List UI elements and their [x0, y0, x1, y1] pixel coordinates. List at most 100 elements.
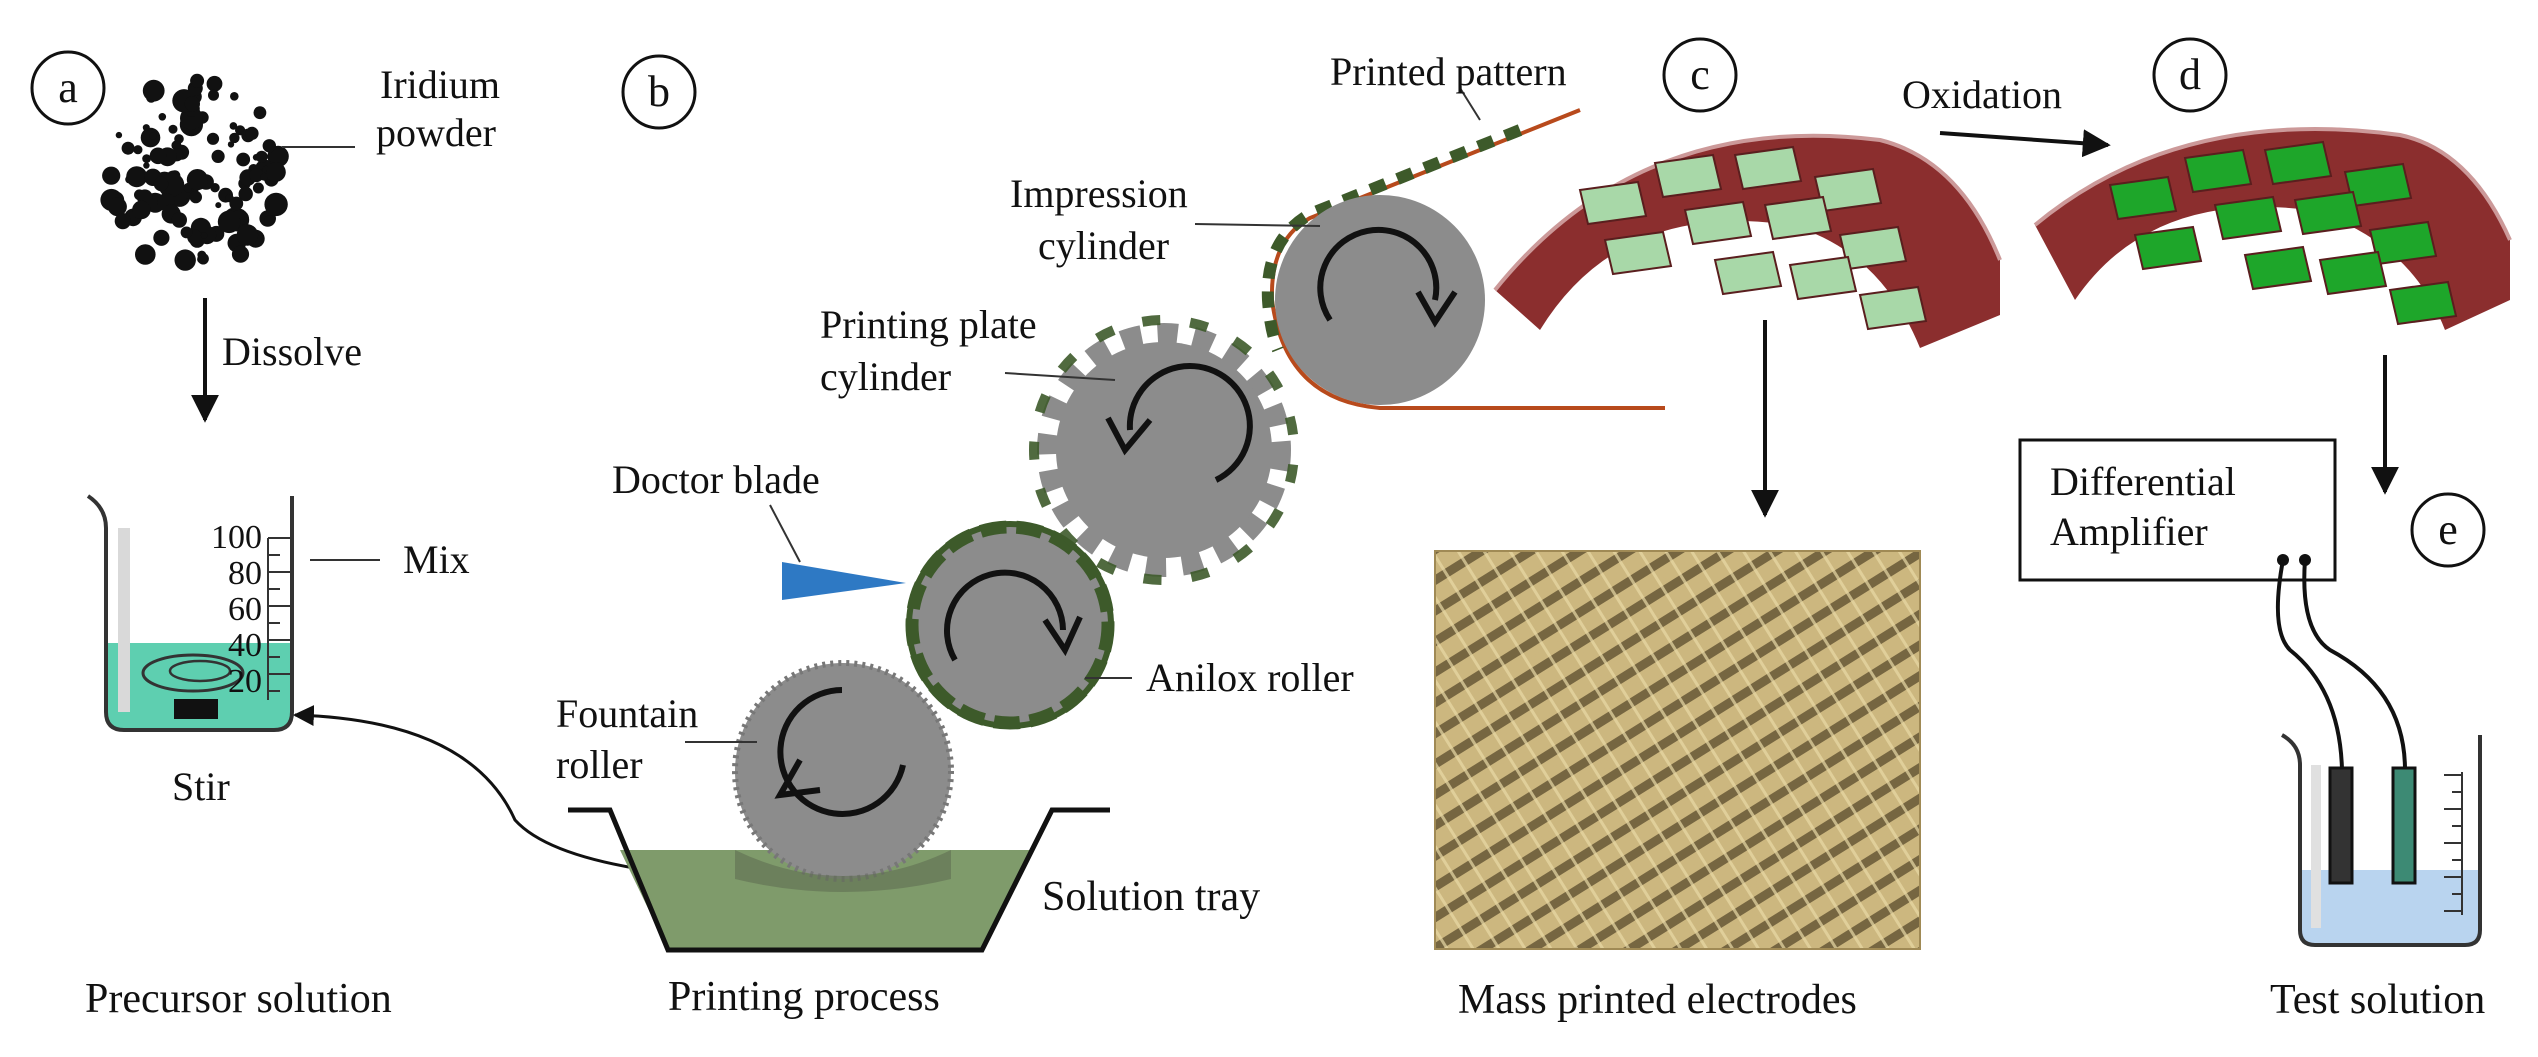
powder-particle: [102, 166, 121, 185]
panel-a-label: a: [58, 63, 78, 112]
powder-particle: [262, 139, 276, 153]
electrode-pad: [1683, 200, 1753, 246]
flexible-electrode-sheet-oxidized: [2033, 127, 2512, 330]
powder-particle: [184, 185, 192, 193]
electrode-pad: [1763, 195, 1833, 241]
anilox-roller: [905, 520, 1115, 730]
beaker-tick-label: 20: [228, 663, 262, 700]
test-solution-caption: Test solution: [2270, 977, 2485, 1023]
panel-e-badge: [2410, 492, 2486, 568]
powder-particle: [229, 122, 238, 130]
dissolve-label: Dissolve: [222, 329, 362, 374]
powder-particle: [160, 173, 185, 197]
powder-particle: [142, 124, 150, 132]
powder-particle: [200, 232, 208, 239]
powder-particle: [206, 132, 220, 145]
powder-particle: [158, 113, 167, 121]
oxidation-label: Oxidation: [1902, 72, 2062, 117]
powder-particle: [168, 124, 178, 134]
fountain-roller-label-2: roller: [556, 742, 643, 787]
impression-cylinder: [1275, 195, 1485, 405]
powder-particle: [114, 213, 131, 230]
solution-tray: [568, 807, 1110, 953]
powder-particle: [229, 132, 240, 144]
powder-particle: [135, 244, 156, 265]
iridium-powder-particles: [100, 73, 289, 271]
working-electrode: [2328, 766, 2354, 885]
powder-particle: [206, 75, 223, 92]
powder-particle: [249, 168, 264, 183]
panel-c-label: c: [1690, 50, 1710, 99]
panel-a-badge: [30, 50, 106, 126]
panel-b-label: b: [648, 67, 670, 116]
panel-d-label: d: [2179, 50, 2201, 99]
doctor-blade-label: Doctor blade: [612, 457, 820, 502]
powder-particle: [227, 141, 235, 148]
stir-label: Stir: [172, 764, 230, 809]
powder-particle: [153, 176, 169, 192]
panel-c: c Mass printed electrodes: [1434, 37, 2002, 1023]
panel-d: Oxidation d: [1902, 37, 2512, 495]
powder-particle: [217, 210, 241, 234]
electrode-pad: [2133, 225, 2203, 271]
fountain-roller: [732, 660, 954, 892]
powder-particle: [236, 152, 251, 167]
powder-particle: [190, 73, 205, 88]
impression-cylinder-label-2: cylinder: [1038, 223, 1169, 268]
powder-particle: [253, 106, 267, 120]
electrode-pad: [2108, 175, 2178, 221]
panel-b-badge: [621, 54, 697, 130]
powder-particle: [142, 79, 165, 102]
powder-particle: [236, 224, 259, 246]
powder-particle: [126, 166, 148, 188]
electrode-pad: [1578, 180, 1648, 226]
amplifier-label: Differential: [2050, 459, 2236, 504]
precursor-caption: Precursor solution: [85, 976, 392, 1022]
electrode-pad: [2213, 195, 2283, 241]
printed-pattern-leader-line: [1459, 87, 1481, 121]
powder-particle: [252, 182, 264, 194]
electrode-pad: [1653, 153, 1723, 199]
powder-particle: [238, 186, 253, 202]
anilox-roller-label: Anilox roller: [1146, 655, 1354, 700]
powder-particle: [211, 149, 225, 163]
powder-particle: [208, 89, 219, 101]
panel-e: e Differential Amplifier Test solution: [2018, 438, 2486, 1023]
electrode-pad: [2293, 190, 2363, 236]
panel-e-label: e: [2438, 505, 2458, 554]
iridium-powder-label: Iridium: [380, 62, 500, 107]
powder-particle: [121, 141, 135, 155]
electrode-pad: [1858, 285, 1928, 331]
beaker-solution: [106, 643, 292, 730]
amplifier-label-2: Amplifier: [2050, 509, 2208, 554]
powder-particle: [149, 147, 167, 165]
powder-particle: [189, 190, 202, 204]
flexible-electrode-sheet-printed: [1493, 133, 2002, 348]
powder-particle: [149, 132, 157, 140]
powder-particle: [132, 200, 151, 220]
electrode-pad: [1603, 230, 1673, 276]
test-beaker-glass: [2280, 733, 2482, 947]
powder-particle: [264, 192, 288, 217]
test-beaker: [2280, 733, 2482, 947]
stir-swirl: [141, 653, 245, 693]
fountain-roller-label: Fountain: [556, 691, 698, 736]
panel-d-badge: [2152, 37, 2228, 113]
stir-bar: [174, 699, 218, 719]
panel-c-badge: [1662, 37, 1738, 113]
oxidation-arrow: [1939, 129, 2111, 158]
electrode-pad: [2388, 280, 2458, 326]
beaker-tick-label: 40: [228, 627, 262, 664]
electrode-pad: [2318, 250, 2388, 296]
powder-particle: [245, 126, 259, 140]
printed-pattern: [1261, 124, 1523, 353]
powder-particle: [171, 212, 187, 228]
powder-particle: [229, 196, 244, 211]
powder-particle: [230, 92, 239, 101]
powder-particle: [197, 253, 209, 265]
plate-cylinder-label: Printing plate: [820, 302, 1037, 347]
powder-particle: [210, 183, 220, 193]
